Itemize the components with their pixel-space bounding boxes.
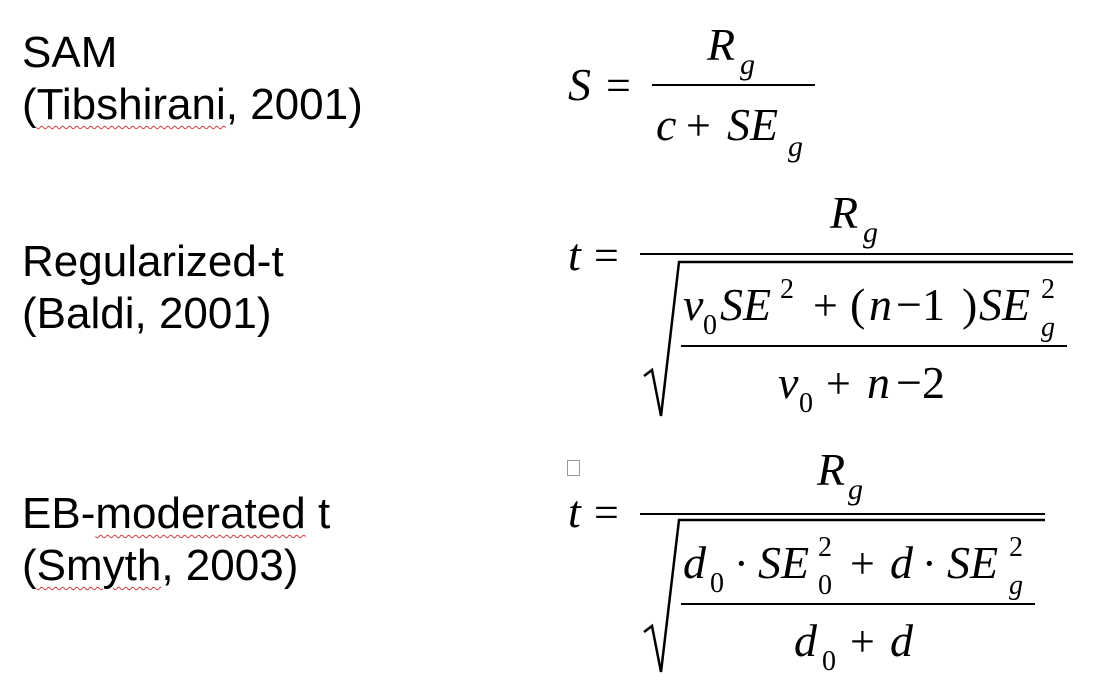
reg-numerator: R [829, 187, 858, 238]
reg-lhs: t [568, 229, 582, 280]
eb-name-moderated: moderated [95, 489, 306, 538]
eb-in-dot2: · [922, 539, 937, 588]
eb-lhs: t [568, 486, 582, 537]
sam-lhs: S [568, 59, 591, 110]
regularized-t-formula: t = R g v 0 SE 2 + ( n −1 ) SE 2 g v 0 +… [568, 187, 1073, 419]
reg-den-n: n [867, 357, 890, 408]
sam-equals: = [606, 61, 631, 110]
reg-den-v-sub: 0 [799, 388, 813, 419]
eb-in-d: d [890, 537, 914, 588]
reg-den-v: v [778, 357, 799, 408]
eb-in-se1-sub: 0 [818, 570, 832, 601]
reg-in-se1: SE [720, 279, 771, 330]
sam-numerator: R [706, 19, 735, 70]
eb-moderated-t-label: EB-moderated t (Smyth, 2003) [22, 488, 330, 592]
eb-citation-open: ( [22, 541, 37, 590]
eb-moderated-t-name: EB-moderated t [22, 488, 330, 540]
eb-citation-author: Smyth [36, 541, 162, 590]
eb-den-d0-sub: 0 [822, 646, 836, 677]
eb-in-se1-sup: 2 [818, 532, 832, 563]
reg-in-paren-close: ) [962, 279, 977, 330]
eb-in-dot1: · [734, 539, 749, 588]
reg-numerator-sub: g [863, 216, 878, 249]
sam-denom-c: c [656, 99, 676, 150]
reg-equals: = [594, 231, 619, 280]
placeholder-box-icon [567, 460, 580, 476]
eb-name-main: EB- [22, 489, 96, 538]
sam-citation-author: Tibshirani [36, 80, 226, 129]
sam-denom-se: SE [727, 99, 778, 150]
eb-citation-rest: , 2003) [161, 541, 299, 590]
regularized-t-label: Regularized-t (Baldi, 2001) [22, 236, 284, 340]
eb-in-se2-sub: g [1009, 570, 1023, 601]
sam-numerator-sub: g [740, 48, 755, 81]
reg-den-minus-two: −2 [896, 357, 945, 408]
sam-citation-rest: , 2001) [225, 80, 363, 129]
sam-name: SAM [22, 28, 118, 77]
eb-den-d0: d [794, 615, 818, 666]
sam-citation-open: ( [22, 80, 37, 129]
reg-in-minus-one: −1 [896, 279, 945, 330]
eb-name-tail: t [305, 489, 331, 538]
eb-in-plus: + [850, 539, 875, 588]
eb-moderated-t-formula: t = R g d 0 · SE 2 0 + d · SE 2 g d 0 + … [568, 444, 1045, 677]
reg-in-n: n [869, 279, 892, 330]
reg-in-v-sub: 0 [703, 310, 717, 341]
eb-in-se2: SE [947, 537, 998, 588]
eb-in-se1: SE [758, 537, 809, 588]
sam-label: SAM (Tibshirani, 2001) [22, 27, 363, 131]
regularized-t-name: Regularized-t [22, 237, 284, 286]
eb-equals: = [594, 488, 619, 537]
eb-in-d0-sub: 0 [710, 568, 724, 599]
sam-formula: S = R g c + SE g [568, 19, 815, 163]
eb-numerator-sub: g [848, 473, 863, 506]
reg-in-plus: + [813, 281, 838, 330]
eb-moderated-t-citation: (Smyth, 2003) [22, 540, 330, 592]
eb-in-d0: d [683, 537, 707, 588]
reg-den-plus: + [826, 359, 851, 408]
eb-den-plus: + [850, 617, 875, 666]
sam-citation: (Tibshirani, 2001) [22, 79, 363, 131]
reg-in-se2-sub: g [1041, 312, 1055, 343]
sam-denom-se-sub: g [788, 130, 803, 163]
eb-den-d: d [890, 615, 914, 666]
regularized-t-citation: (Baldi, 2001) [22, 289, 272, 338]
reg-in-v: v [683, 279, 704, 330]
sam-denom-plus: + [686, 101, 711, 150]
eb-sqrt-icon [643, 518, 1045, 673]
reg-in-se1-sup: 2 [780, 274, 794, 305]
reg-in-se2-sup: 2 [1041, 274, 1055, 305]
eb-numerator: R [816, 444, 845, 495]
reg-sqrt-icon [643, 260, 1073, 417]
reg-in-paren-open: ( [850, 279, 865, 330]
reg-in-se2: SE [979, 279, 1030, 330]
eb-in-se2-sup: 2 [1009, 532, 1023, 563]
